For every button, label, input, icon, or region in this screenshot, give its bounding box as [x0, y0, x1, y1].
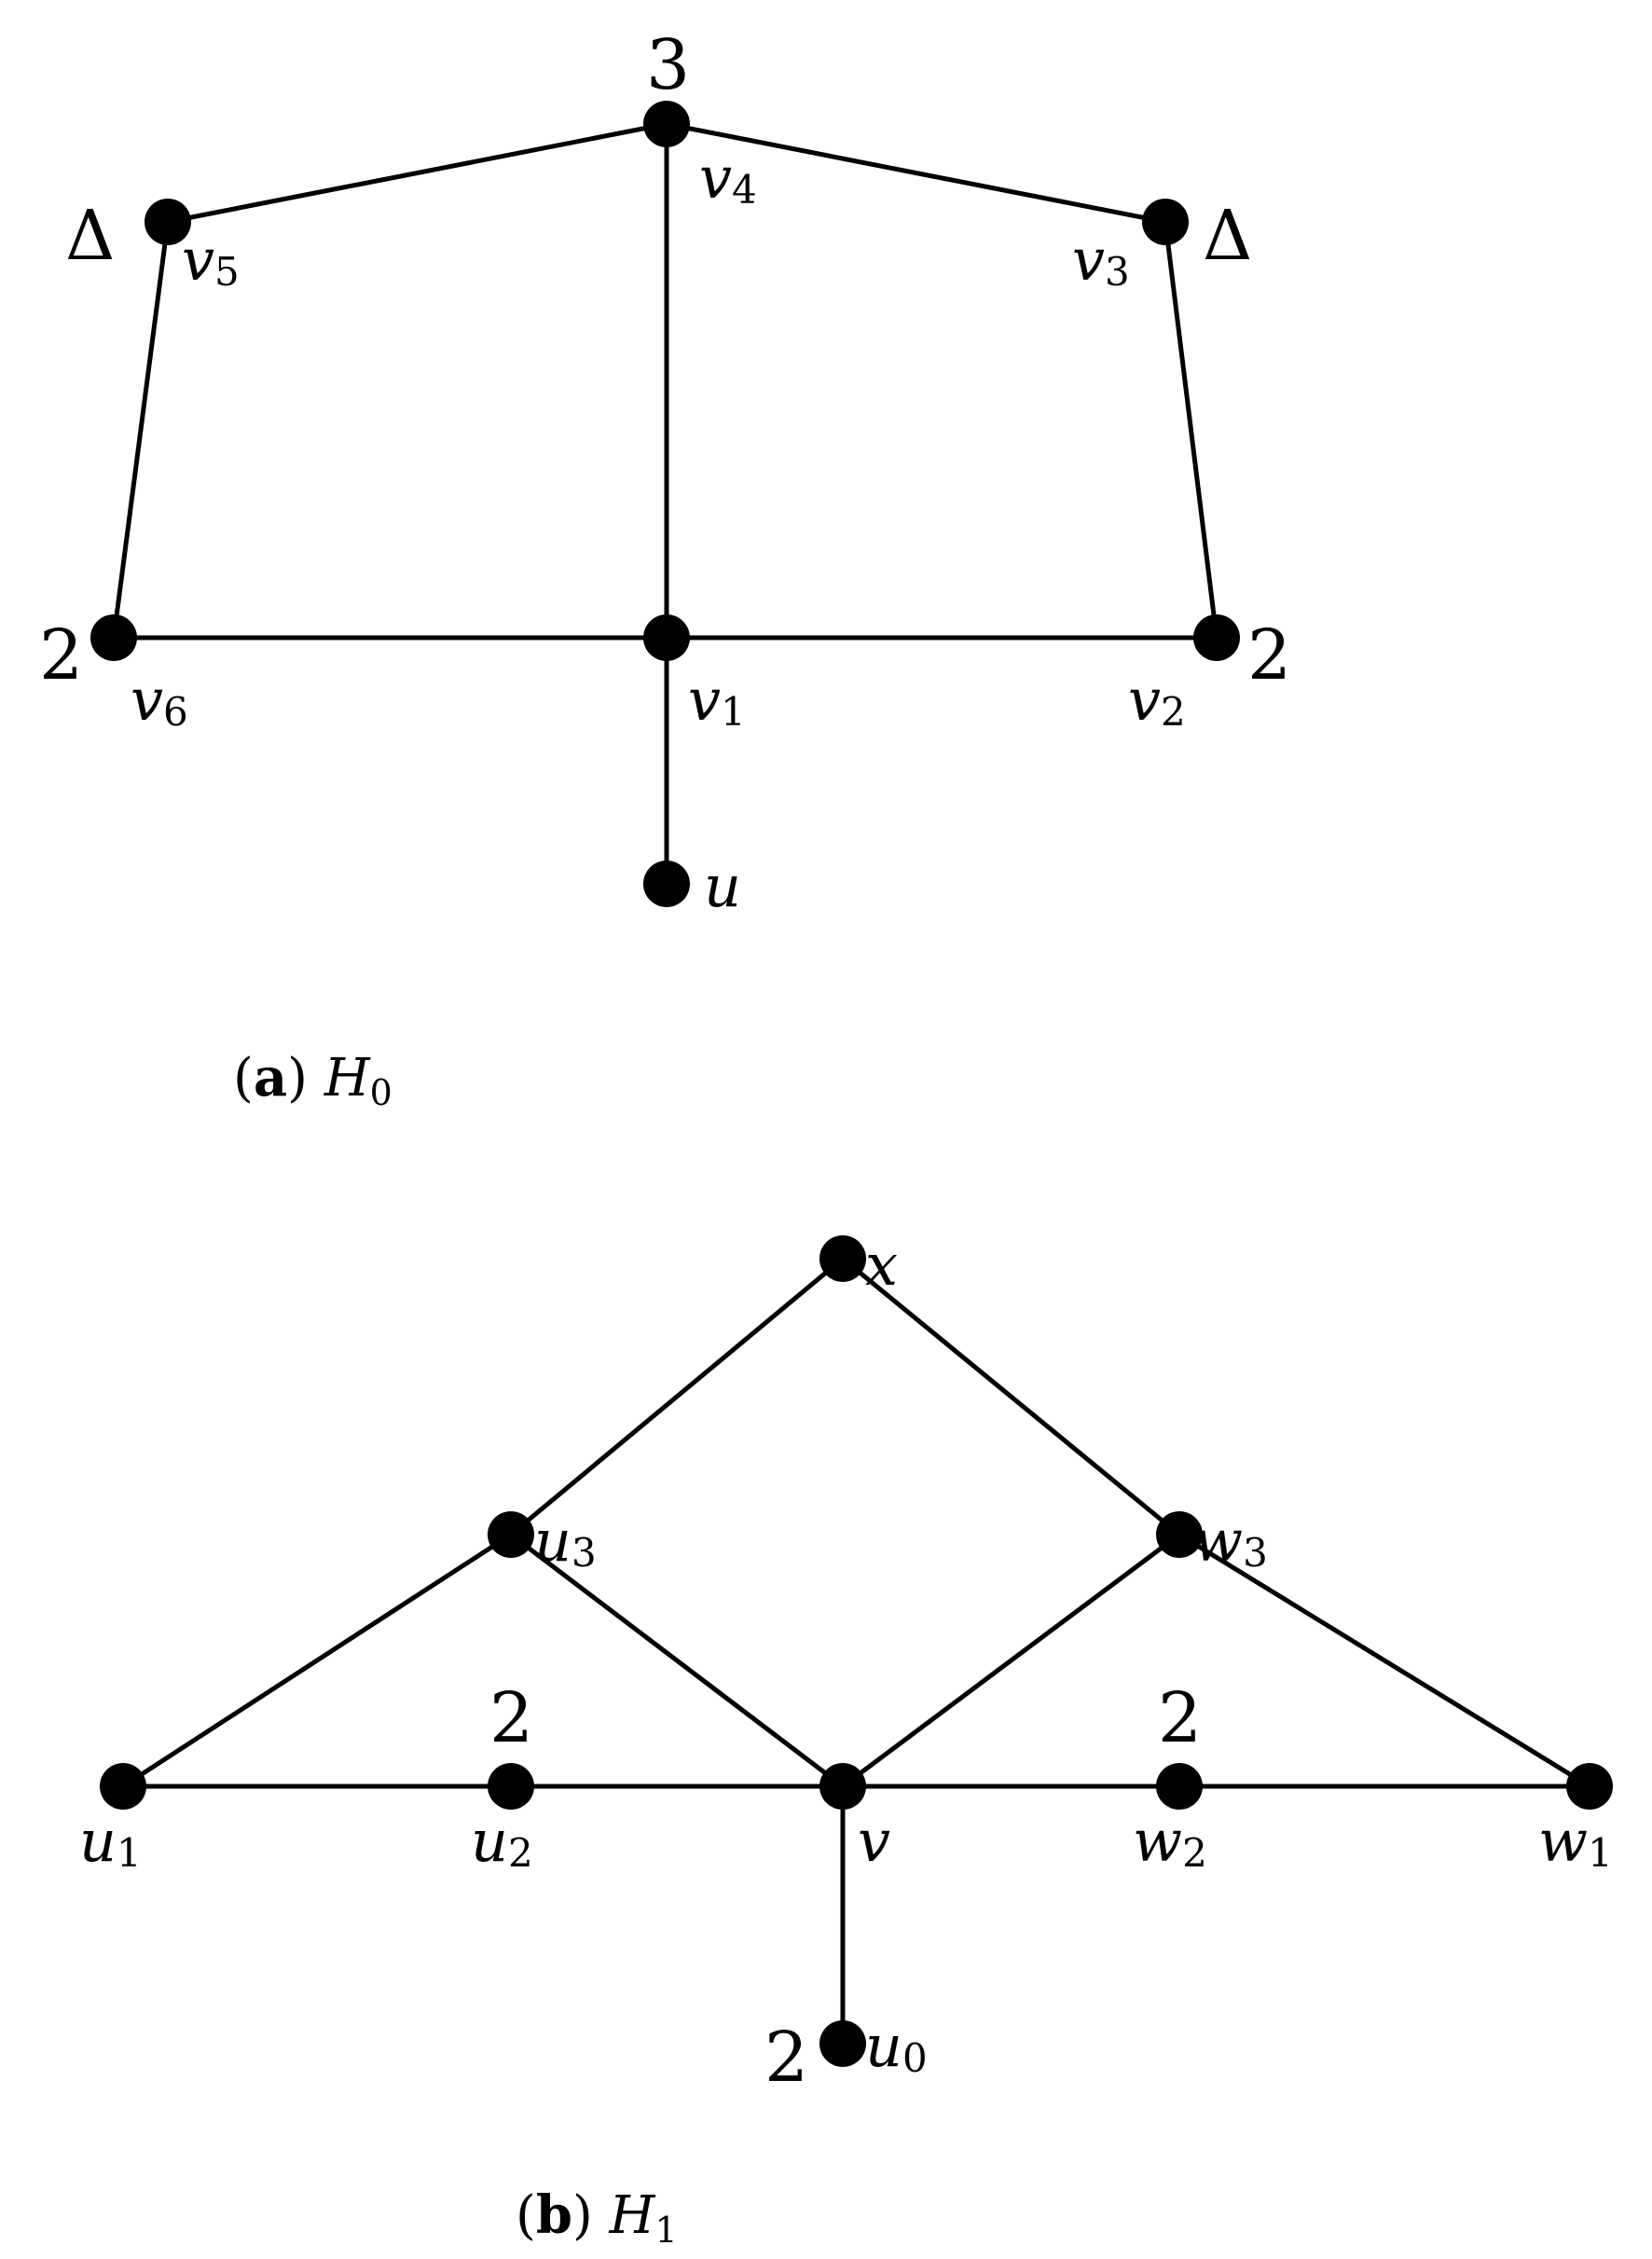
edge-x-w3	[840, 1256, 1182, 1537]
vertex-v	[819, 1763, 866, 1810]
vertex-label-w1: w1	[1538, 1807, 1613, 1876]
vertex-label-v2: v2	[1128, 666, 1186, 735]
vertex-label-u1: u1	[79, 1807, 142, 1876]
vertex-w3	[1156, 1511, 1203, 1558]
edge-x-u3	[508, 1256, 846, 1537]
vertex-label-v6: v6	[131, 666, 188, 735]
vertex-weight-v3: Δ	[1203, 196, 1252, 276]
edge-v5-v6	[111, 219, 171, 641]
vertex-v6	[90, 614, 137, 661]
edge-u3-u1	[120, 1532, 514, 1789]
vertex-label-v4: v4	[699, 144, 757, 213]
edge-v3-v2	[1163, 219, 1219, 641]
vertex-label-w2: w2	[1133, 1807, 1207, 1876]
panel-b-graph-h1: x u3 w3 u1 u2 2 v w2 2 w1 u0 2	[79, 1231, 1613, 2098]
vertex-x	[819, 1235, 866, 1282]
vertex-label-u3: u3	[534, 1507, 597, 1576]
vertex-label-v: v	[858, 1807, 890, 1875]
vertex-v4	[643, 101, 690, 147]
vertex-label-v5: v5	[182, 226, 240, 295]
vertex-weight-v4: 3	[646, 25, 690, 105]
vertex-weight-v6: 2	[39, 615, 83, 696]
caption-b: (b) H1	[516, 2184, 678, 2251]
edge-w3-w1	[1177, 1532, 1592, 1789]
vertex-u3	[488, 1511, 534, 1558]
vertex-v2	[1193, 614, 1240, 661]
vertex-weight-u2: 2	[489, 1678, 533, 1758]
vertex-weight-u0: 2	[764, 2018, 808, 2098]
vertex-label-v3: v3	[1072, 226, 1130, 295]
vertex-label-w3: w3	[1193, 1507, 1268, 1576]
edge-v4-v5	[165, 121, 669, 225]
vertex-u0	[819, 2020, 866, 2067]
edge-u3-v	[508, 1532, 846, 1789]
vertex-label-u2: u2	[471, 1807, 533, 1876]
edge-w3-v	[840, 1532, 1182, 1789]
vertex-v5	[145, 199, 191, 245]
vertex-u	[643, 861, 690, 907]
vertex-u2	[488, 1763, 534, 1810]
vertex-label-u: u	[704, 852, 741, 920]
vertex-u1	[100, 1763, 146, 1810]
vertex-v3	[1142, 199, 1189, 245]
vertex-label-x: x	[865, 1231, 898, 1299]
vertex-w2	[1156, 1763, 1203, 1810]
vertex-weight-w2: 2	[1158, 1678, 1202, 1758]
vertex-label-u0: u0	[865, 2012, 928, 2081]
vertex-weight-v2: 2	[1247, 615, 1291, 696]
vertex-w1	[1566, 1763, 1613, 1810]
vertex-weight-v5: Δ	[65, 196, 115, 276]
vertex-v1	[643, 614, 690, 661]
vertex-label-v1: v1	[688, 666, 746, 735]
caption-a: (a) H0	[233, 1047, 392, 1113]
edge-v4-v3	[664, 121, 1168, 225]
